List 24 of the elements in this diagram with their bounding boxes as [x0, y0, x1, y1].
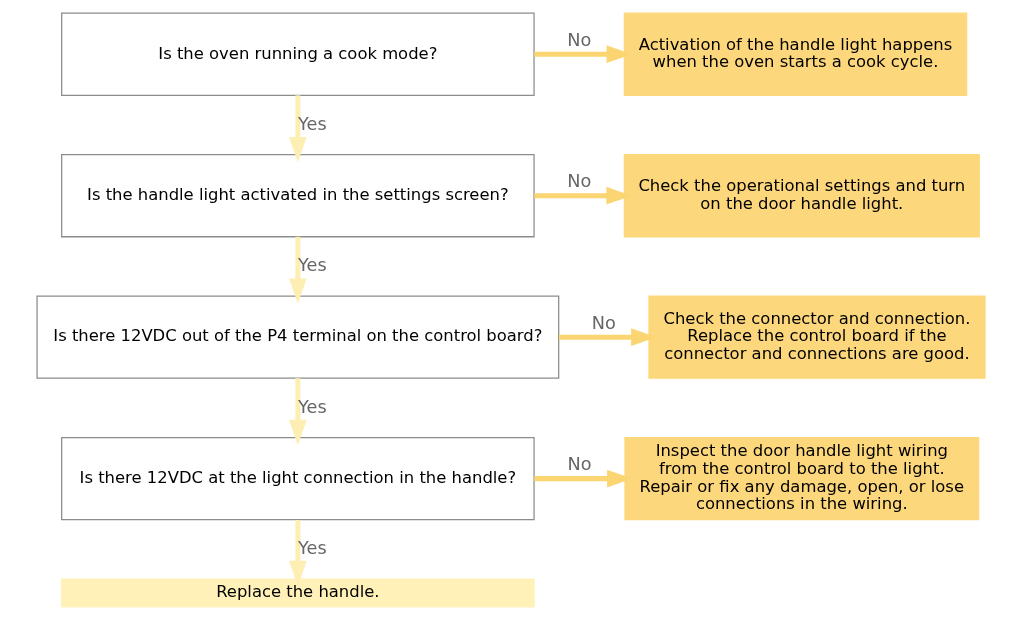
- arrow: [533, 469, 632, 488]
- edge-label: Yes: [297, 113, 327, 134]
- edge-label: No: [566, 29, 591, 50]
- edge-label: Yes: [297, 255, 327, 276]
- node-box: Activation of the handle light happens when the oven starts a cook cycle.: [623, 12, 967, 96]
- edge-label: Yes: [297, 396, 327, 417]
- arrow: [288, 236, 307, 304]
- node-box: Replace the handle.: [60, 578, 535, 608]
- edge-label: No: [591, 312, 616, 333]
- edge-label: Yes: [297, 538, 327, 559]
- edge-label: No: [567, 454, 592, 475]
- node-box: Is the oven running a cook mode?: [60, 12, 535, 96]
- node-box: Is there 12VDC at the light connection in the handle?: [60, 436, 535, 521]
- arrow: [533, 186, 632, 205]
- arrow: [288, 95, 307, 163]
- node-box: Is there 12VDC out of the P4 terminal on the control board?: [35, 295, 559, 379]
- arrow: [533, 45, 632, 64]
- node-box: Inspect the door handle light wiring from the control board to the light. Repair or fix any damage, open, or lose connections in the wiring.: [623, 436, 979, 521]
- arrow: [288, 378, 307, 446]
- node-box: Check the connector and connection. Replace the control board if the connector and connections are good.: [647, 295, 986, 379]
- node-box: Is the handle light activated in the settings screen?: [60, 154, 535, 238]
- arrow: [558, 328, 656, 346]
- node-box: Check the operational settings and turn on the door handle light.: [623, 154, 980, 238]
- edge-label: No: [566, 171, 591, 192]
